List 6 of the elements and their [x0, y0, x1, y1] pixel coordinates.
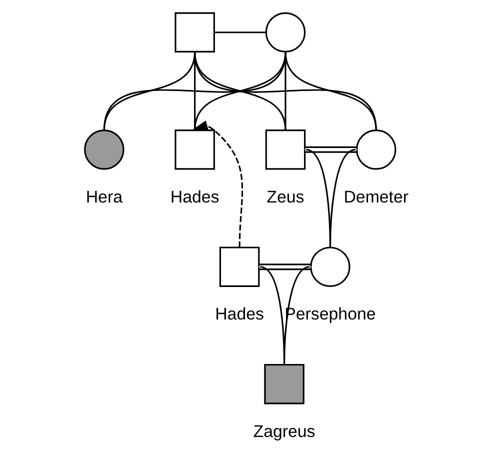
node-label: Zagreus: [252, 422, 315, 441]
node-label: Hades: [214, 304, 264, 324]
node-label: Hera: [85, 187, 122, 206]
node-label: Hades: [170, 187, 219, 206]
node-label: Zeus: [266, 187, 304, 206]
node-label: Demeter: [343, 187, 408, 206]
